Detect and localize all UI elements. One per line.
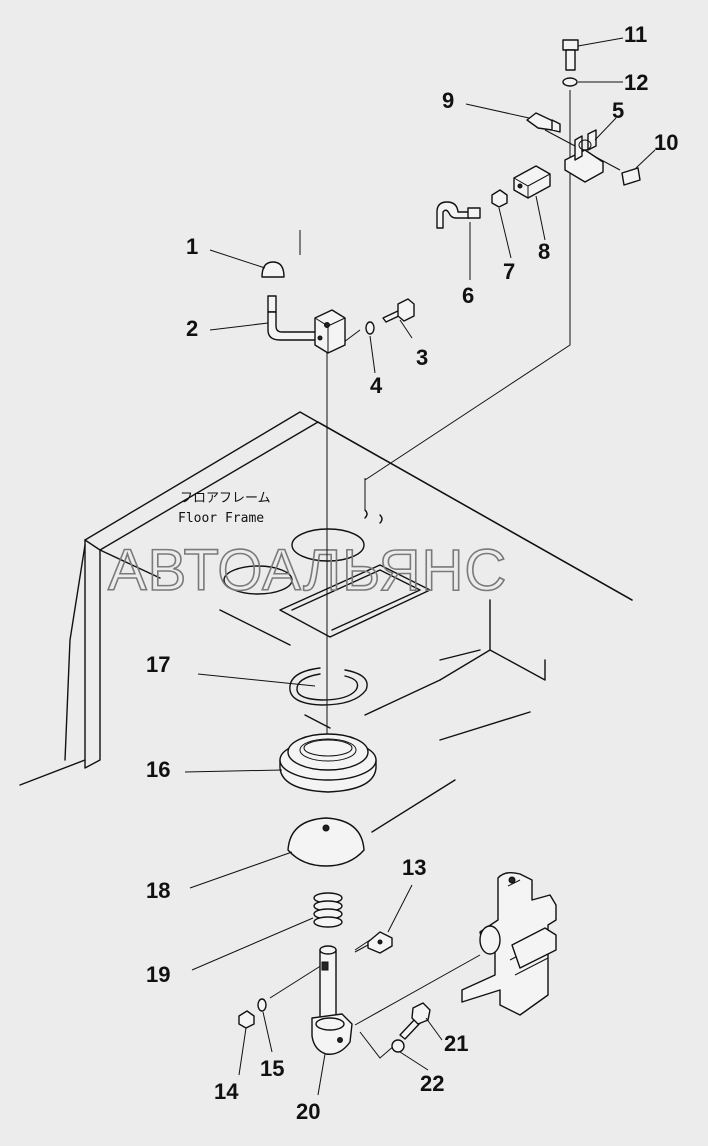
- assembly-lines: [269, 90, 621, 1059]
- callout-1: 1: [186, 234, 198, 259]
- callout-13: 13: [402, 855, 426, 880]
- callout-7: 7: [503, 259, 515, 284]
- lever-rod-part: [267, 295, 319, 341]
- seal-part-16: [279, 733, 377, 793]
- bolt-part-11: [562, 39, 579, 71]
- pin-part-9: [526, 112, 561, 133]
- callout-19: 19: [146, 962, 170, 987]
- cable-end-part-10: [621, 167, 641, 186]
- callout-3: 3: [416, 345, 428, 370]
- callout-9: 9: [442, 88, 454, 113]
- knob-part: [261, 261, 285, 278]
- floor-frame: フロアフレーム Floor Frame: [19, 411, 633, 833]
- callout-14: 14: [214, 1079, 239, 1104]
- callout-2: 2: [186, 316, 198, 341]
- washer-part-15: [257, 998, 267, 1012]
- leader-lines: [184, 37, 656, 1096]
- cover-part-18: [287, 817, 365, 867]
- snap-ring-part-17: [289, 667, 368, 706]
- callout-10: 10: [654, 130, 678, 155]
- bent-bolt-part-6: [436, 201, 481, 229]
- callout-18: 18: [146, 878, 170, 903]
- lever-shaft-part-20: [311, 945, 353, 1055]
- valve-body: [461, 871, 557, 1016]
- callout-17: 17: [146, 652, 170, 677]
- callout-8: 8: [538, 239, 550, 264]
- bracket-part-5: [564, 129, 604, 183]
- callout-12: 12: [624, 70, 648, 95]
- callout-20: 20: [296, 1099, 320, 1124]
- callout-4: 4: [370, 373, 383, 398]
- nut-part-14: [238, 1010, 255, 1029]
- callout-21: 21: [444, 1031, 468, 1056]
- callout-15: 15: [260, 1056, 284, 1081]
- callout-numbers: 1 2 3 4 5 6 7 8 9 10 11 12 13 14 15 16 1…: [146, 22, 678, 1124]
- floor-frame-label-en: Floor Frame: [178, 511, 264, 526]
- bolt-part-3: [382, 298, 415, 323]
- callout-16: 16: [146, 757, 170, 782]
- callout-11: 11: [624, 22, 647, 47]
- nut-part-7: [491, 189, 508, 208]
- block-part-8: [513, 165, 551, 199]
- switch-part-13: [354, 931, 393, 954]
- spring-part-19: [313, 892, 343, 928]
- washer-part-4: [365, 321, 375, 335]
- watermark: АВТОАЛЬЯНС: [108, 538, 507, 603]
- callout-22: 22: [420, 1071, 444, 1096]
- callout-6: 6: [462, 283, 474, 308]
- callout-5: 5: [612, 98, 624, 123]
- washer-part-22: [391, 1039, 405, 1053]
- floor-frame-label-jp: フロアフレーム: [180, 491, 271, 506]
- lever-bracket-part: [314, 309, 346, 354]
- washer-part-12: [562, 77, 578, 87]
- bolt-part-21: [399, 1002, 431, 1040]
